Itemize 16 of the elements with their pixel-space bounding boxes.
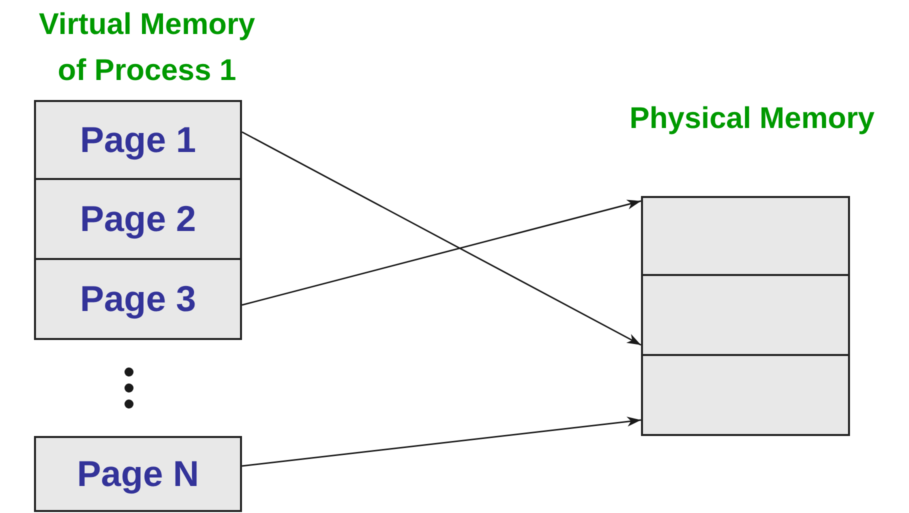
heading: Physical Memory <box>628 101 876 137</box>
frame-box <box>641 274 850 356</box>
page-label: Page N <box>76 452 200 496</box>
heading: Virtual Memory of Process 1 <box>38 7 256 89</box>
page-box <box>34 178 242 260</box>
page-label: Page 2 <box>80 197 196 241</box>
arrow <box>242 131 642 346</box>
page-box <box>34 100 242 180</box>
page-label: Page 3 <box>80 277 196 321</box>
page-box <box>34 258 242 340</box>
frame-box <box>641 354 850 436</box>
arrow <box>242 200 642 306</box>
page-box <box>34 436 242 512</box>
arrow <box>242 416 642 467</box>
frame-box <box>641 196 850 276</box>
page-label: Page 1 <box>80 118 196 162</box>
